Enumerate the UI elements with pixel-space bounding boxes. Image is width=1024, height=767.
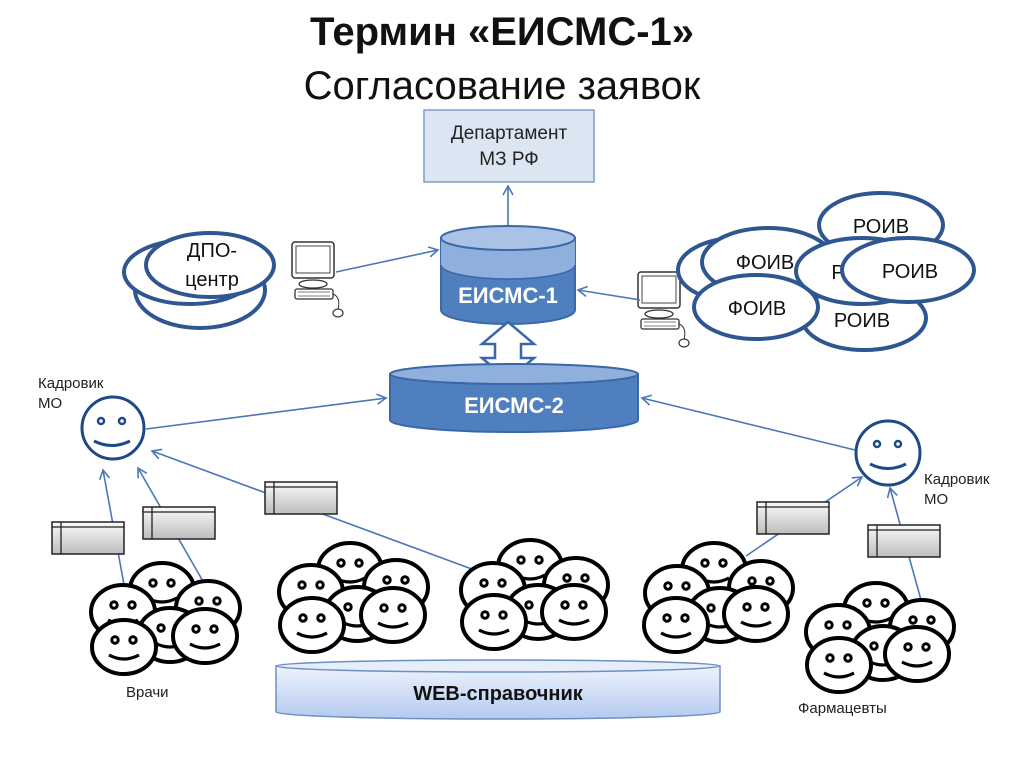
person-smiley-icon: [805, 636, 873, 694]
computer-icon-left: [291, 241, 344, 318]
roiv-label-top: РОИВ: [853, 216, 909, 238]
arrow-dpo-to-eismc1: [335, 246, 440, 273]
arrow-foiv-to-eismc1: [576, 285, 641, 301]
foiv-label-top: ФОИВ: [736, 252, 794, 274]
roiv-ellipse-mid: [840, 236, 976, 304]
dpo-center-cluster: ДПО- центр: [122, 231, 276, 330]
doctors-label: Врачи: [126, 684, 169, 701]
department-label-line1: Департамент: [451, 123, 568, 144]
roiv-label-bottom: РОИВ: [834, 310, 890, 332]
person-smiley-icon: [171, 607, 239, 665]
foiv-label-bottom: ФОИВ: [728, 298, 786, 320]
department-label-line2: МЗ РФ: [479, 149, 539, 170]
hr-right-label-line1: Кадровик: [924, 471, 990, 488]
eismc2-database: ЕИСМС-2: [389, 363, 639, 433]
hr-left-label-line2: МО: [38, 395, 62, 412]
person-smiley-icon: [278, 596, 346, 654]
staff-group-4: [642, 541, 795, 654]
hr-right-smiley-icon: [854, 419, 922, 487]
web-directory-database: WEB-справочник: [275, 659, 721, 720]
hr-left-smiley-icon: [80, 395, 146, 461]
staff-group-2: [277, 541, 430, 654]
request-document-icon: [756, 501, 830, 535]
hr-right: Кадровик МО: [854, 419, 990, 508]
request-document-icon: [142, 506, 216, 540]
eismc1-database: ЕИСМС-1: [440, 225, 576, 325]
pharmacists-label: Фармацевты: [798, 700, 887, 717]
hr-left-label-line1: Кадровик: [38, 375, 104, 392]
eismc2-label: ЕИСМС-2: [464, 393, 564, 418]
dpo-label-line2: центр: [185, 269, 239, 291]
person-smiley-icon: [883, 625, 951, 683]
person-smiley-icon: [460, 593, 528, 651]
arrow-hr-left-to-eismc2: [145, 393, 388, 430]
person-smiley-icon: [722, 585, 790, 643]
eismc1-label: ЕИСМС-1: [458, 283, 558, 308]
arrow-hr-right-to-eismc2: [640, 394, 856, 451]
foiv-ellipse-bottom: [692, 273, 820, 341]
staff-group-3: [459, 538, 610, 651]
department-mz-rf-box: Департамент МЗ РФ: [423, 109, 595, 183]
web-directory-label: WEB-справочник: [413, 683, 584, 705]
roiv-label-mid: РОИВ: [882, 261, 938, 283]
request-document-icon: [51, 521, 125, 555]
hr-left: Кадровик МО: [38, 375, 146, 461]
person-smiley-icon: [90, 618, 158, 676]
request-document-icon: [264, 481, 338, 515]
person-smiley-icon: [359, 586, 427, 644]
hr-right-label-line2: МО: [924, 491, 948, 508]
title-subtitle: Согласование заявок: [303, 64, 701, 108]
title-term: Термин «ЕИСМС-1»: [309, 10, 695, 54]
person-smiley-icon: [540, 583, 608, 641]
dpo-label-line1: ДПО-: [187, 240, 237, 262]
pharmacists-group: Фармацевты: [798, 581, 956, 717]
person-smiley-icon: [642, 596, 710, 654]
dpo-ellipse-front: [144, 231, 276, 299]
doctors-group: Врачи: [89, 561, 242, 701]
request-document-icon: [867, 524, 941, 558]
foiv-roiv-cluster: РОИВ РОИВ ФОИВ Р РОИВ ФОИВ: [676, 191, 976, 352]
